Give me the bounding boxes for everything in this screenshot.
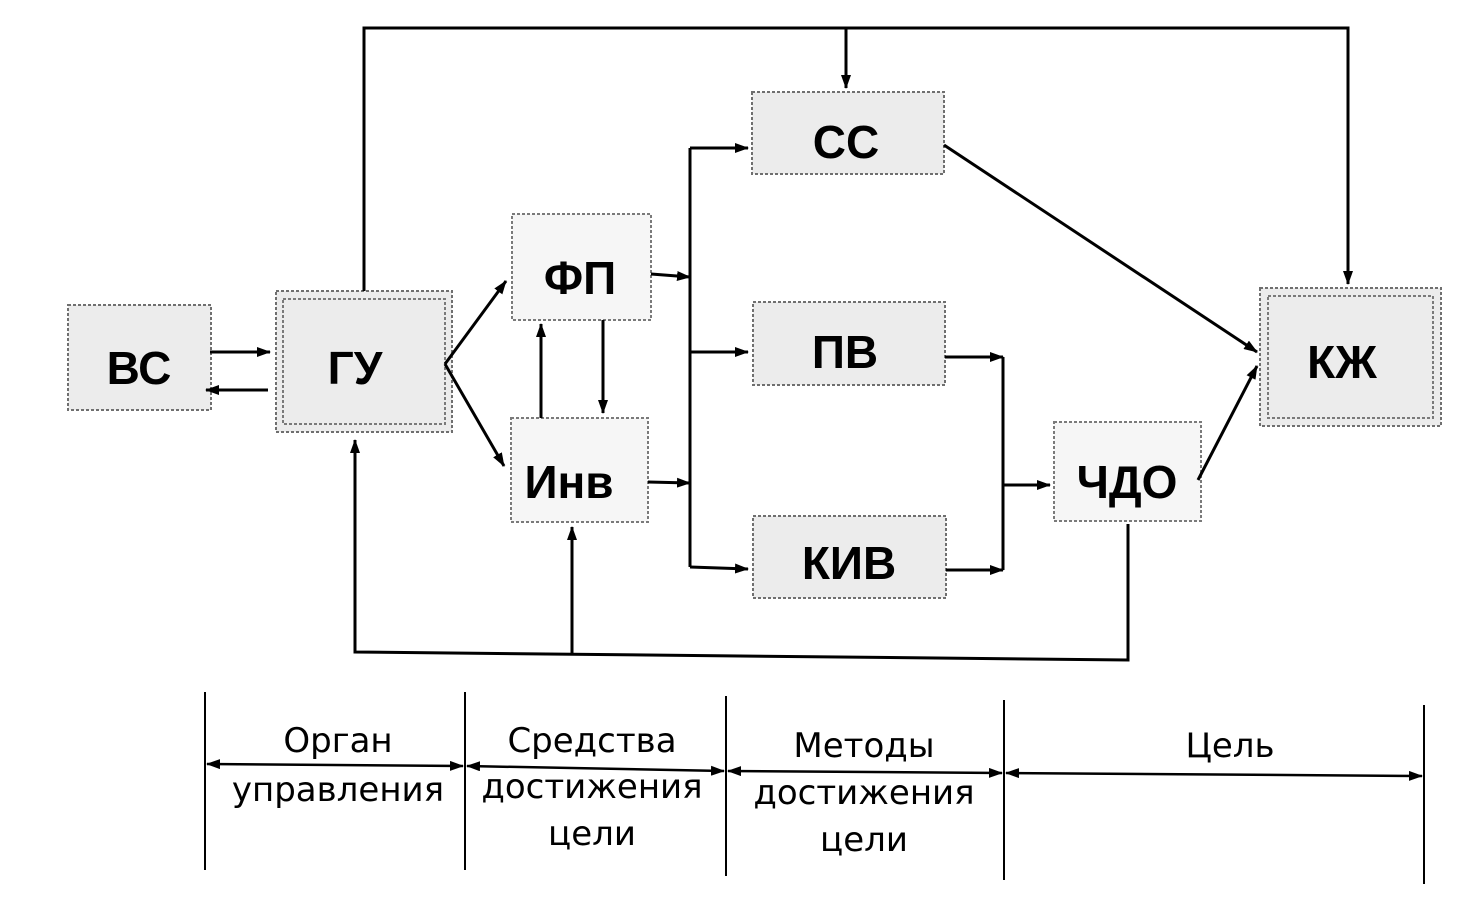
node-kzh-label: КЖ [1307,336,1377,388]
bottom-loop-line [353,450,1130,662]
arrow-inv-to-bus [647,477,691,488]
node-fp: ФП [511,213,652,321]
legend-means-line-2: достижения [481,767,702,807]
node-fp-label: ФП [544,252,616,304]
node-chdo: ЧДО [1053,421,1202,522]
node-inv-label: Инв [524,456,613,508]
legend-arrow-means [466,761,725,776]
node-gu: ГУ [275,290,453,433]
node-kzh: КЖ [1259,287,1442,427]
node-gu-label: ГУ [328,342,384,394]
node-pv-label: ПВ [812,326,878,378]
legend-arrow-goal [1005,768,1423,781]
legend-means-line-3: цели [548,814,636,854]
arrow-gu-to-fp [443,280,508,365]
node-vs: ВС [67,304,212,411]
legend-arrow-methods [727,766,1003,778]
node-ss-label: СС [813,116,879,168]
node-pv: ПВ [752,301,946,386]
legend: Орган управления Средства достижения цел… [204,692,1425,884]
legend-methods-line-1: Методы [793,726,934,766]
node-chdo-label: ЧДО [1077,456,1178,508]
node-kiv-label: КИВ [802,537,896,589]
legend-organ-line-1: Орган [283,721,392,761]
legend-methods-line-3: цели [820,820,908,860]
arrow-chdo-to-kzh [1196,365,1259,481]
legend-goal-line-1: Цель [1185,726,1274,766]
node-ss: СС [751,91,945,175]
node-kiv: КИВ [752,515,947,599]
node-vs-label: ВС [107,342,172,394]
node-inv: Инв [510,417,649,523]
legend-methods-line-2: достижения [753,773,974,813]
legend-arrow-organ [206,759,464,771]
legend-means-line-1: Средства [507,721,676,761]
arrow-gu-to-inv [443,363,506,467]
legend-organ-line-2: управления [232,770,444,810]
arrow-fp-to-bus [650,271,691,281]
top-loop-line [362,26,1350,291]
arrow-ss-to-kzh [943,143,1258,354]
arrow-bus-to-kiv [689,563,749,574]
